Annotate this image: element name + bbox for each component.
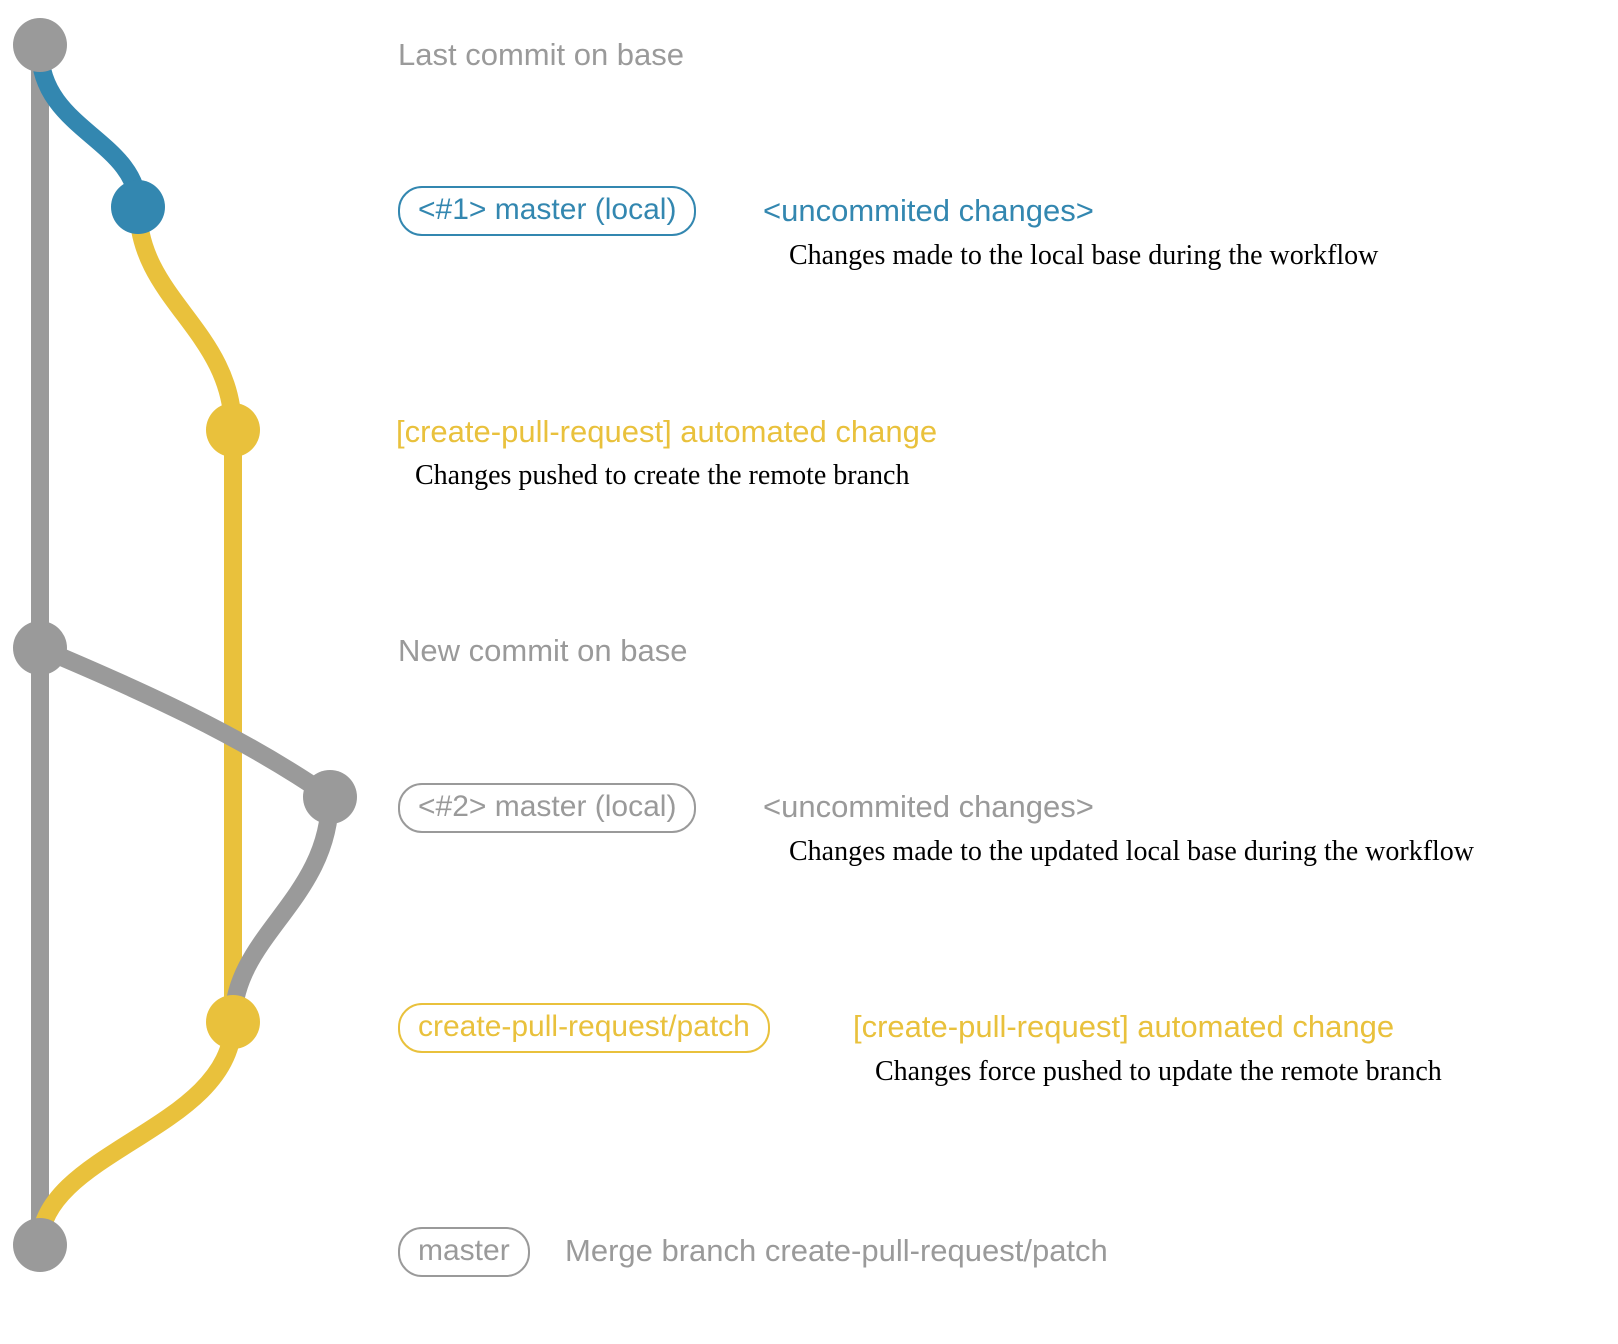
branch-badge-master-local-1[interactable]: <#1> master (local): [398, 186, 697, 236]
commit-title-new-commit-on-base: New commit on base: [398, 633, 688, 668]
commit-node-automated-1[interactable]: [206, 403, 260, 457]
commit-title-automated-change-1: [create-pull-request] automated change: [396, 414, 938, 449]
commit-description-master-local-2: Changes made to the updated local base d…: [789, 836, 1475, 867]
commit-node-base-top[interactable]: [13, 18, 67, 72]
branch-badge-master-local-2[interactable]: <#2> master (local): [398, 783, 697, 833]
yellow-branch-line-upper: [129, 198, 242, 439]
commit-node-local-1[interactable]: [111, 180, 165, 234]
branch-badge-create-pull-request-patch[interactable]: create-pull-request/patch: [398, 1003, 770, 1053]
commit-node-base-new[interactable]: [13, 621, 67, 675]
commit-subject-master-local-1: <uncommited changes>: [763, 193, 1094, 228]
commit-node-local-2[interactable]: [303, 770, 357, 824]
commit-node-merge[interactable]: [13, 1218, 67, 1272]
gray-branch-line-in: [224, 788, 339, 1031]
gray-branch-line-out: [31, 639, 339, 806]
commit-description-automated-change-1: Changes pushed to create the remote bran…: [415, 460, 910, 491]
commit-description-create-pull-request-patch: Changes force pushed to update the remot…: [875, 1056, 1442, 1087]
commit-node-automated-2[interactable]: [206, 995, 260, 1049]
commit-subject-create-pull-request-patch: [create-pull-request] automated change: [853, 1009, 1395, 1044]
commit-description-master-local-1: Changes made to the local base during th…: [789, 240, 1379, 271]
yellow-merge-line: [31, 1013, 242, 1254]
commit-subject-master-local-2: <uncommited changes>: [763, 789, 1094, 824]
commit-title-last-commit-on-base: Last commit on base: [398, 37, 685, 72]
commit-subject-master-merge: Merge branch create-pull-request/patch: [565, 1233, 1108, 1268]
branch-badge-master[interactable]: master: [398, 1227, 530, 1277]
